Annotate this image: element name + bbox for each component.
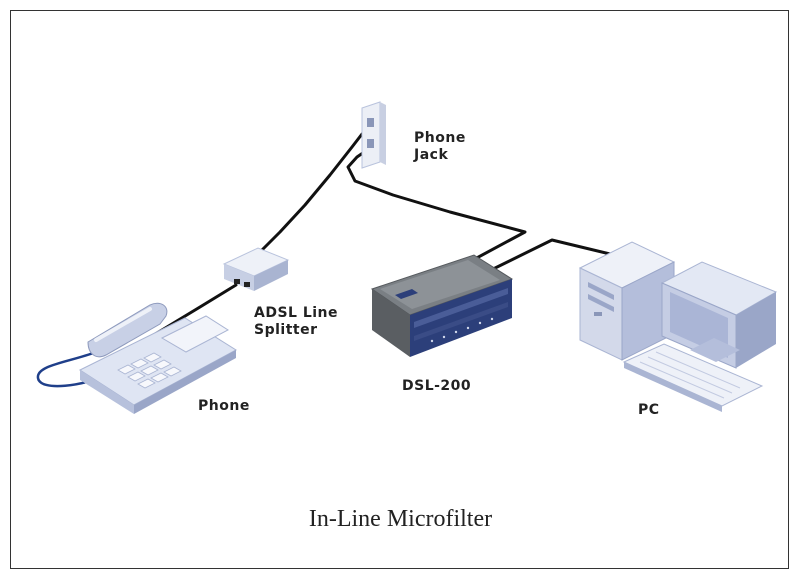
phone-jack-label-line1: Phone [414,130,466,146]
splitter-label: ADSL Line Splitter [254,305,338,339]
modem-label: DSL-200 [402,378,472,394]
wall-jack-icon [361,101,386,169]
splitter-label-line2: Splitter [254,322,318,338]
pc-label: PC [638,402,660,418]
phone-jack-label-line2: Jack [414,147,449,163]
phone-jack-label: Phone Jack [414,130,466,164]
modem-icon [370,254,514,357]
diagram-title: In-Line Microfilter [308,506,493,532]
cable-jack-to-modem [346,144,527,270]
desktop-pc-icon [578,241,778,412]
splitter-icon [222,247,290,291]
cable-jack-to-splitter [260,124,372,252]
phone-label: Phone [198,398,250,414]
splitter-label-line1: ADSL Line [254,305,339,321]
cable-modem-to-pc [485,238,612,274]
telephone-icon [36,302,237,414]
phone-handset [87,302,168,358]
